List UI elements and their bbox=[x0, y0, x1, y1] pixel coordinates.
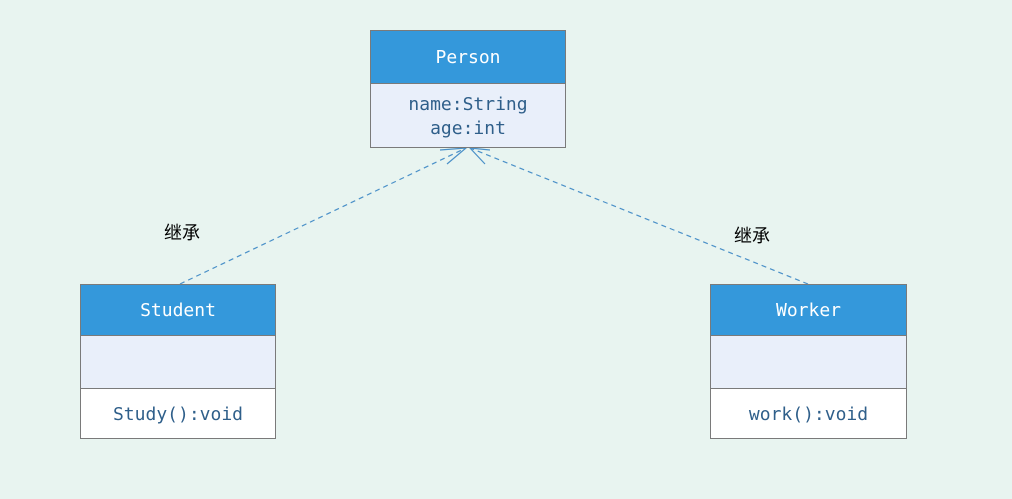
class-worker-methods: work():void bbox=[711, 388, 906, 438]
inheritance-arrowhead-student bbox=[439, 147, 468, 165]
class-worker-name: Worker bbox=[711, 285, 906, 335]
attribute-age: age:int bbox=[430, 117, 506, 139]
class-student[interactable]: Student Study():void bbox=[80, 284, 276, 439]
inheritance-arrowhead-worker bbox=[468, 147, 491, 165]
inheritance-line-student-person[interactable] bbox=[179, 147, 467, 285]
attribute-name: name:String bbox=[408, 93, 528, 115]
relation-label-worker: 继承 bbox=[734, 226, 770, 247]
class-student-name: Student bbox=[81, 285, 275, 335]
class-person[interactable]: Person name:String age:int bbox=[370, 30, 566, 148]
class-student-methods: Study():void bbox=[81, 388, 275, 438]
relation-label-student: 继承 bbox=[164, 223, 200, 244]
class-worker-attributes bbox=[711, 335, 906, 388]
method-study: Study():void bbox=[112, 404, 244, 425]
inheritance-line-worker-person[interactable] bbox=[469, 147, 809, 285]
method-work: work():void bbox=[748, 404, 869, 425]
class-person-attributes: name:String age:int bbox=[371, 83, 565, 147]
class-student-attributes bbox=[81, 335, 275, 388]
class-worker[interactable]: Worker work():void bbox=[710, 284, 907, 439]
class-person-name: Person bbox=[371, 31, 565, 83]
